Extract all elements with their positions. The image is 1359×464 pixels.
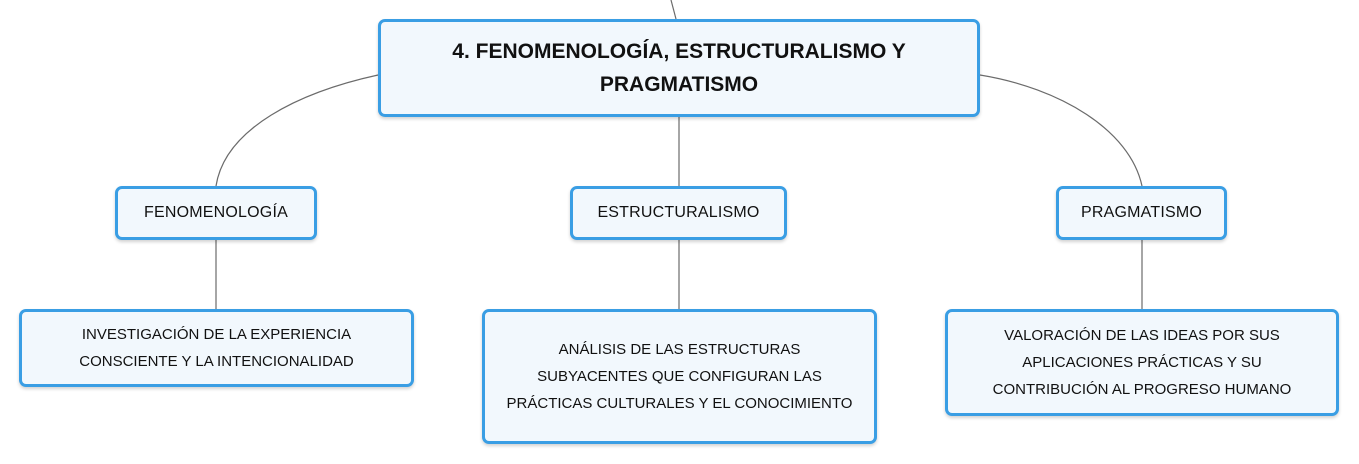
detail-node-pragmatismo[interactable]: VALORACIÓN DE LAS IDEAS POR SUS APLICACI…: [945, 309, 1339, 416]
detail-node-fenomenologia[interactable]: INVESTIGACIÓN DE LA EXPERIENCIA CONSCIEN…: [19, 309, 414, 387]
detail-node-estructuralismo[interactable]: ANÁLISIS DE LAS ESTRUCTURAS SUBYACENTES …: [482, 309, 877, 444]
topic-node-fenomenologia[interactable]: FENOMENOLOGÍA: [115, 186, 317, 240]
detail-text-estructuralismo: ANÁLISIS DE LAS ESTRUCTURAS SUBYACENTES …: [506, 341, 853, 412]
root-topic-label: 4. FENOMENOLOGÍA, ESTRUCTURALISMO Y PRAG…: [452, 40, 906, 96]
detail-text-pragmatismo: VALORACIÓN DE LAS IDEAS POR SUS APLICACI…: [992, 327, 1292, 398]
topic-node-pragmatismo[interactable]: PRAGMATISMO: [1056, 186, 1227, 240]
connector-parent-to-root: [670, 0, 677, 20]
topic-label-pragmatismo: PRAGMATISMO: [1080, 204, 1203, 221]
topic-label-fenomenologia: FENOMENOLOGÍA: [144, 204, 288, 221]
detail-text-fenomenologia: INVESTIGACIÓN DE LA EXPERIENCIA CONSCIEN…: [79, 326, 354, 370]
topic-node-estructuralismo[interactable]: ESTRUCTURALISMO: [570, 186, 787, 240]
connector-root-to-fenomenologia: [215, 74, 379, 187]
topic-label-estructuralismo: ESTRUCTURALISMO: [597, 204, 760, 221]
connector-root-to-pragmatismo: [979, 74, 1143, 187]
root-topic-node[interactable]: 4. FENOMENOLOGÍA, ESTRUCTURALISMO Y PRAG…: [378, 19, 980, 117]
